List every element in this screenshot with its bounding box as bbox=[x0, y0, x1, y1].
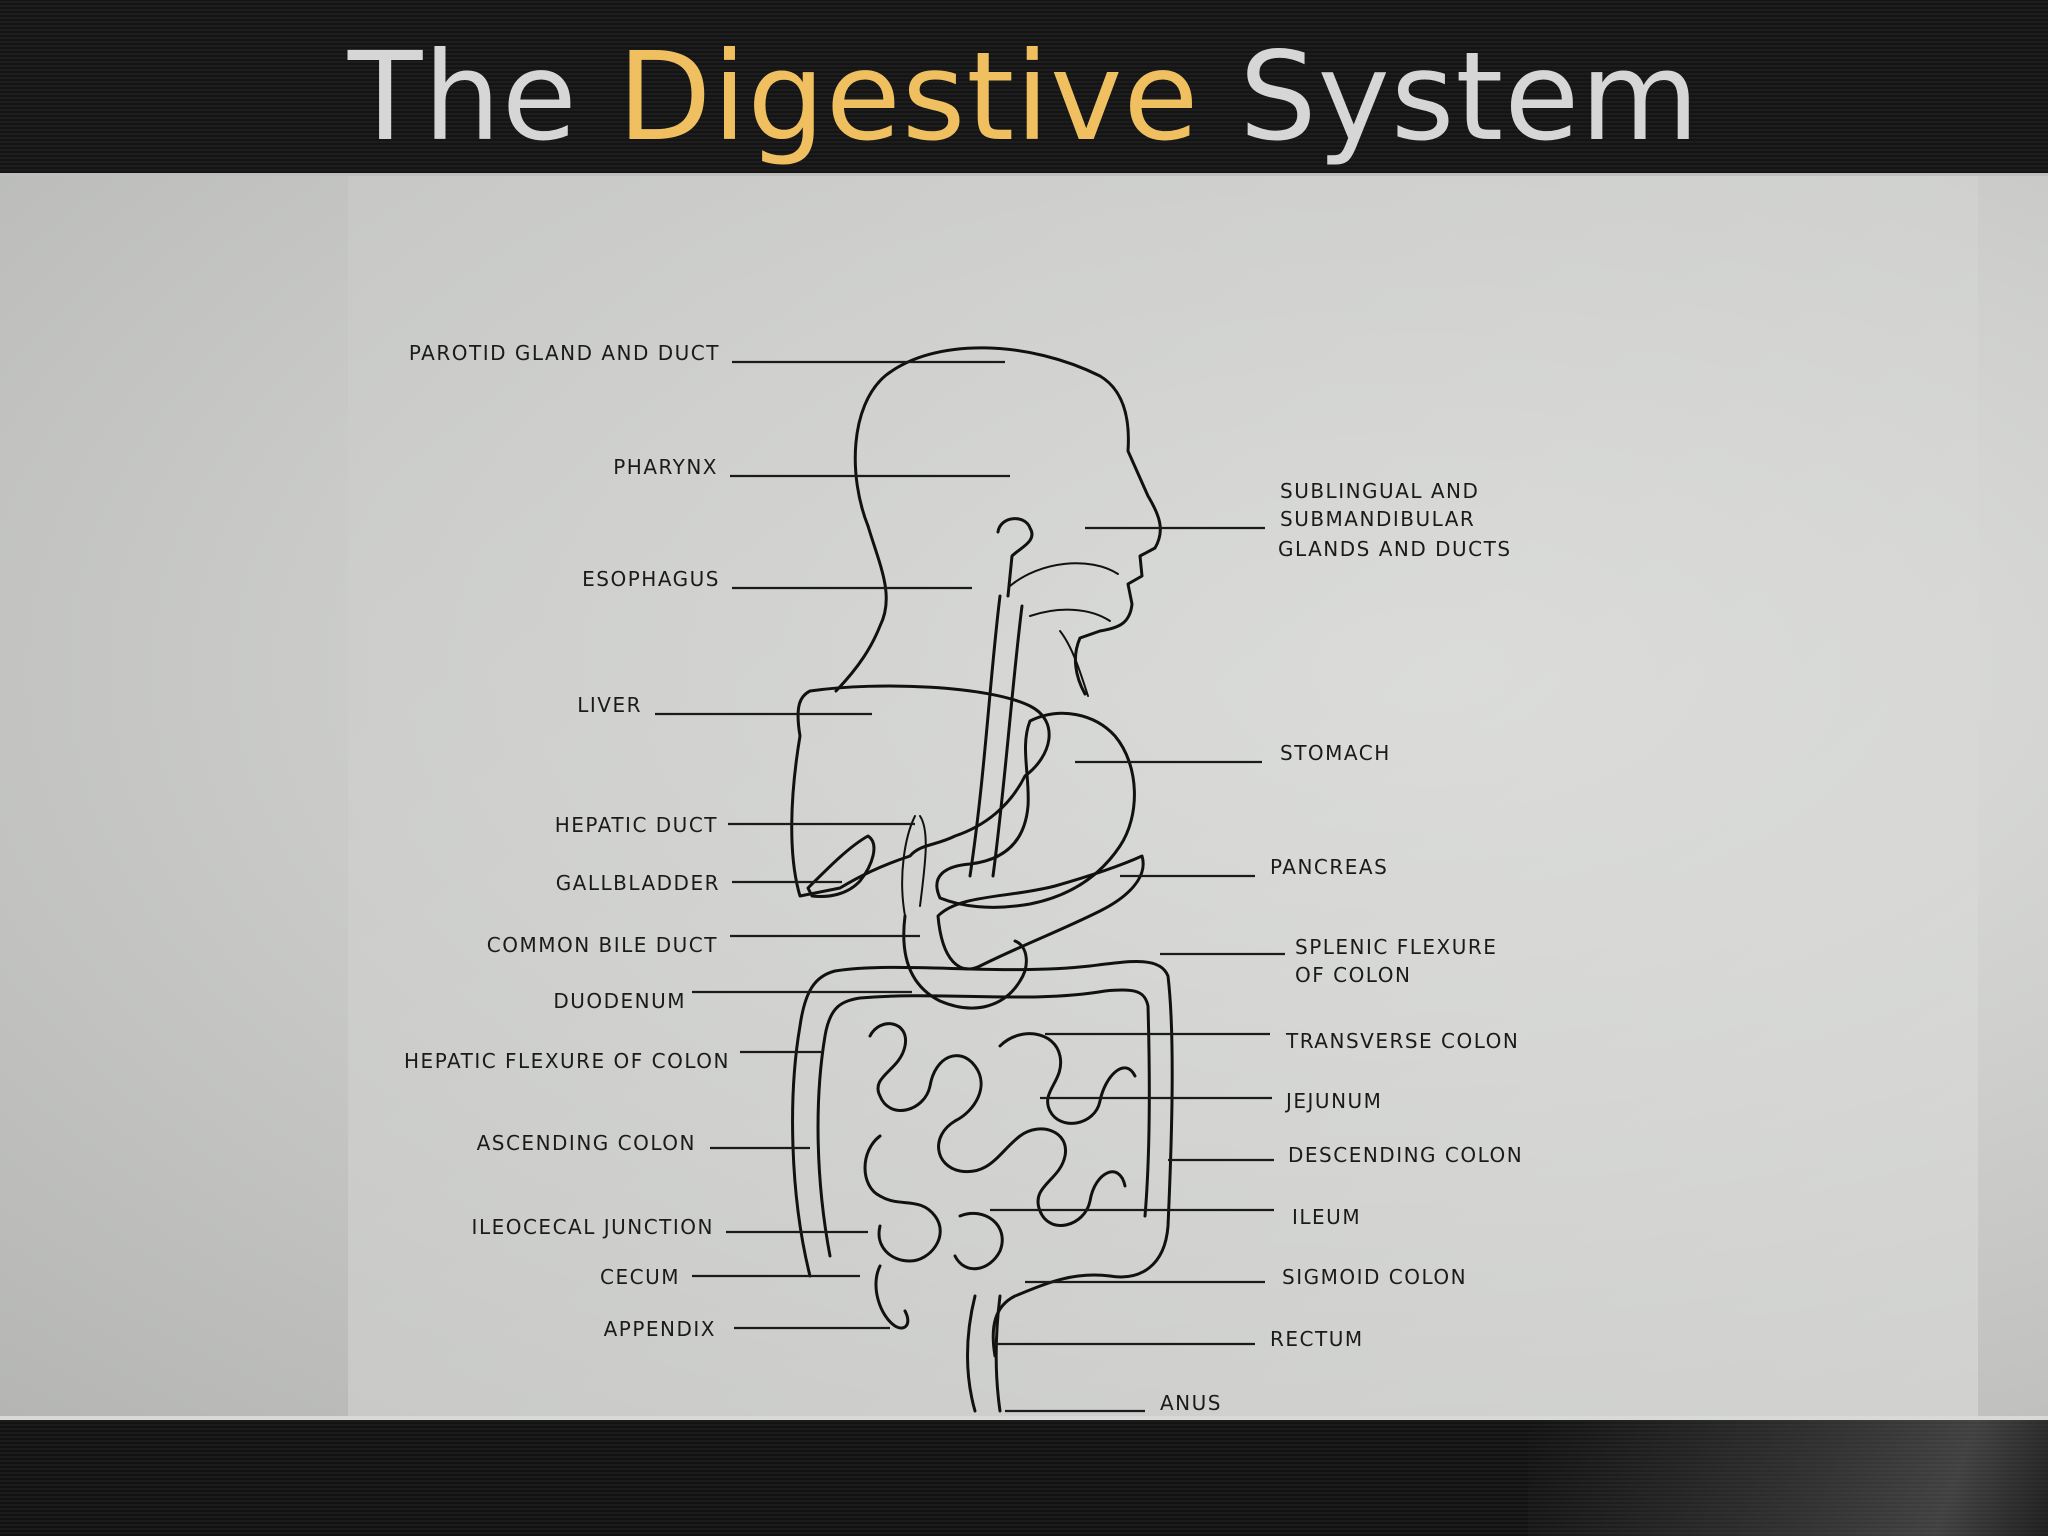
label-appendix: APPENDIX bbox=[604, 1317, 716, 1341]
pancreas-shape bbox=[936, 854, 1145, 971]
stomach-shape bbox=[935, 711, 1136, 909]
title-bar bbox=[0, 0, 2048, 173]
diagram-panel: PAROTID GLAND AND DUCT PHARYNX ESOPHAGUS… bbox=[0, 176, 2048, 1416]
label-esophagus: ESOPHAGUS bbox=[582, 567, 720, 591]
parotid-gland bbox=[996, 517, 1034, 598]
head-outline bbox=[853, 346, 1162, 696]
label-pharynx: PHARYNX bbox=[613, 455, 718, 479]
label-hepatic-duct: HEPATIC DUCT bbox=[555, 813, 718, 837]
label-descending-colon: DESCENDING COLON bbox=[1288, 1143, 1523, 1167]
footer-divider bbox=[0, 1416, 2048, 1420]
rectum-shape bbox=[966, 1294, 1002, 1413]
label-splenic-flexure-line1: SPLENIC FLEXURE bbox=[1295, 935, 1497, 959]
label-ileocecal-junction: ILEOCECAL JUNCTION bbox=[472, 1215, 714, 1239]
oral-cavity bbox=[1009, 562, 1119, 697]
liver-shape bbox=[790, 684, 1051, 898]
label-stomach: STOMACH bbox=[1280, 741, 1391, 765]
appendix-shape bbox=[874, 1264, 910, 1330]
label-duodenum: DUODENUM bbox=[553, 989, 686, 1013]
footer-bar bbox=[0, 1420, 2048, 1536]
leader-lines bbox=[655, 360, 1285, 1413]
anatomy-illustration bbox=[790, 346, 1174, 1413]
label-hepatic-flexure: HEPATIC FLEXURE OF COLON bbox=[404, 1049, 730, 1073]
label-pancreas: PANCREAS bbox=[1270, 855, 1388, 879]
label-cecum: CECUM bbox=[600, 1265, 680, 1289]
gallbladder-shape bbox=[806, 834, 876, 898]
label-common-bile-duct: COMMON BILE DUCT bbox=[487, 933, 718, 957]
label-rectum: RECTUM bbox=[1270, 1327, 1364, 1351]
label-ascending-colon: ASCENDING COLON bbox=[477, 1131, 696, 1155]
large-intestine bbox=[791, 960, 1174, 1358]
small-intestine bbox=[863, 1022, 1137, 1271]
label-transverse-colon: TRANSVERSE COLON bbox=[1285, 1029, 1519, 1053]
title-part-digestive: Digestive bbox=[617, 26, 1200, 168]
label-anus: ANUS bbox=[1160, 1391, 1222, 1415]
esophagus-tube bbox=[968, 594, 1024, 878]
label-parotid: PAROTID GLAND AND DUCT bbox=[409, 341, 720, 365]
label-ileum: ILEUM bbox=[1292, 1205, 1361, 1229]
label-sigmoid-colon: SIGMOID COLON bbox=[1282, 1265, 1467, 1289]
large-intestine-inner bbox=[816, 988, 1151, 1258]
label-sublingual-line2: SUBMANDIBULAR bbox=[1280, 507, 1475, 531]
label-gallbladder: GALLBLADDER bbox=[556, 871, 720, 895]
label-splenic-flexure-line2: OF COLON bbox=[1295, 963, 1411, 987]
title-part-system: System bbox=[1239, 26, 1701, 168]
duodenum-shape bbox=[902, 914, 1028, 1010]
neck-back-outline bbox=[834, 524, 888, 693]
diagram-labels: PAROTID GLAND AND DUCT PHARYNX ESOPHAGUS… bbox=[404, 341, 1523, 1415]
title-part-the: The bbox=[347, 26, 578, 168]
title-divider bbox=[0, 173, 2048, 176]
slide-title: The Digestive System bbox=[0, 22, 2048, 172]
label-sublingual-line1: SUBLINGUAL AND bbox=[1280, 479, 1479, 503]
label-liver: LIVER bbox=[577, 693, 642, 717]
label-jejunum: JEJUNUM bbox=[1284, 1089, 1382, 1113]
digestive-system-diagram: PAROTID GLAND AND DUCT PHARYNX ESOPHAGUS… bbox=[348, 176, 1978, 1416]
label-sublingual-line3: GLANDS AND DUCTS bbox=[1278, 537, 1512, 561]
corner-decoration bbox=[1528, 1420, 2048, 1536]
